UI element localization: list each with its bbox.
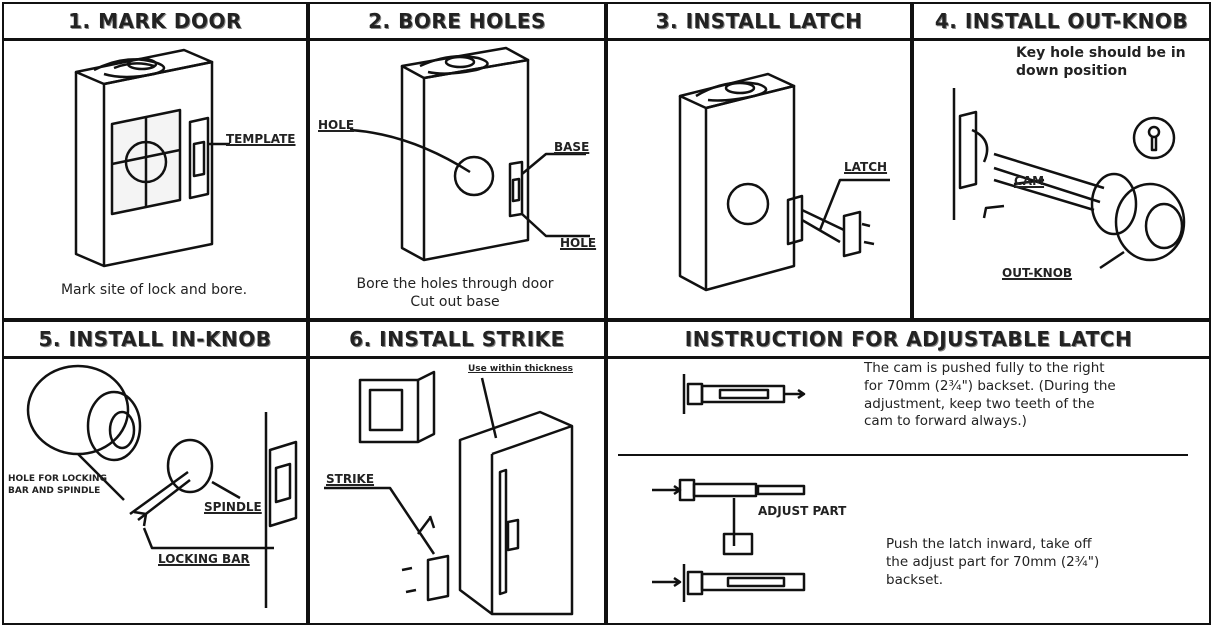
panel-install-latch: 3. INSTALL LATCH LATCH [606,2,912,320]
panel-caption: Bore the holes through door Cut out base [320,276,590,311]
panel-title: 5. INSTALL IN-KNOB [4,322,306,359]
adjust-part-label: ADJUST PART [758,504,847,518]
caption-line: Cut out base [410,293,500,310]
latch-install-illustration [608,4,910,318]
note-line: Key hole should be in [1016,45,1186,61]
latch-label: LATCH [844,160,888,174]
panel-caption: Mark site of lock and bore. [60,282,248,298]
out-knob-label: OUT-KNOB [1002,266,1073,280]
step-two-instructions: Push the latch inward, take off the adju… [886,536,1099,589]
hole-for-locking-bar-label: HOLE FOR LOCKING BAR AND SPINDLE [8,474,107,497]
step-one-line: cam to forward always.) [864,413,1027,430]
step-two-line: the adjust part for 70mm (2¾") [886,553,1100,570]
step-one-line: The cam is pushed fully to the right [864,360,1105,376]
use-within-thickness-label: Use within thickness [468,364,573,374]
adjustable-latch-illustration [608,322,1209,623]
panel-title: INSTRUCTION FOR ADJUSTABLE LATCH [608,322,1209,359]
panel-install-strike: 6. INSTALL STRIKE Use within thickness S… [308,320,606,625]
strike-install-illustration [310,322,604,623]
hole-label-right: HOLE [560,236,597,250]
panel-title: 3. INSTALL LATCH [608,4,910,41]
note-line: down position [1016,63,1128,80]
template-label: TEMPLATE [226,132,296,146]
cam-label: CAM [1014,174,1045,188]
step-one-instructions: The cam is pushed fully to the right for… [864,360,1116,431]
panel-install-in-knob: 5. INSTALL IN-KNOB HOLE FOR LOCKING BAR … [2,320,308,625]
panel-mark-door: 1. MARK DOOR TEMPLATE Mark site of lock … [2,2,308,320]
in-knob-illustration [4,322,306,623]
panel-title: 2. BORE HOLES [310,4,604,41]
step-one-line: for 70mm (2¾") backset. (During the [864,377,1116,394]
step-one-line: adjustment, keep two teeth of the [864,395,1095,412]
hole-label-left: HOLE [318,118,355,132]
caption-line: Bore the holes through door [356,276,554,292]
panel-title: 4. INSTALL OUT-KNOB [914,4,1209,41]
panel-title: 6. INSTALL STRIKE [310,322,604,359]
panel-adjustable-latch-instructions: INSTRUCTION FOR ADJUSTABLE LATCH [606,320,1211,625]
step-two-line: backset. [886,571,944,588]
door-template-illustration [4,4,306,318]
panel-install-out-knob: 4. INSTALL OUT-KNOB Key hole should be i… [912,2,1211,320]
out-knob-illustration [914,4,1209,318]
strike-label: STRIKE [326,472,375,486]
label-line: HOLE FOR LOCKING [8,474,107,484]
step-two-line: Push the latch inward, take off [886,536,1092,552]
label-line: BAR AND SPINDLE [8,485,101,496]
base-label: BASE [554,140,590,154]
door-bore-illustration [310,4,604,318]
key-hole-note: Key hole should be in down position [1016,44,1186,81]
panel-bore-holes: 2. BORE HOLES HOLE BASE HOLE Bore the ho… [308,2,606,320]
spindle-label: SPINDLE [204,500,262,514]
panel-title: 1. MARK DOOR [4,4,306,41]
locking-bar-label: LOCKING BAR [158,552,250,566]
